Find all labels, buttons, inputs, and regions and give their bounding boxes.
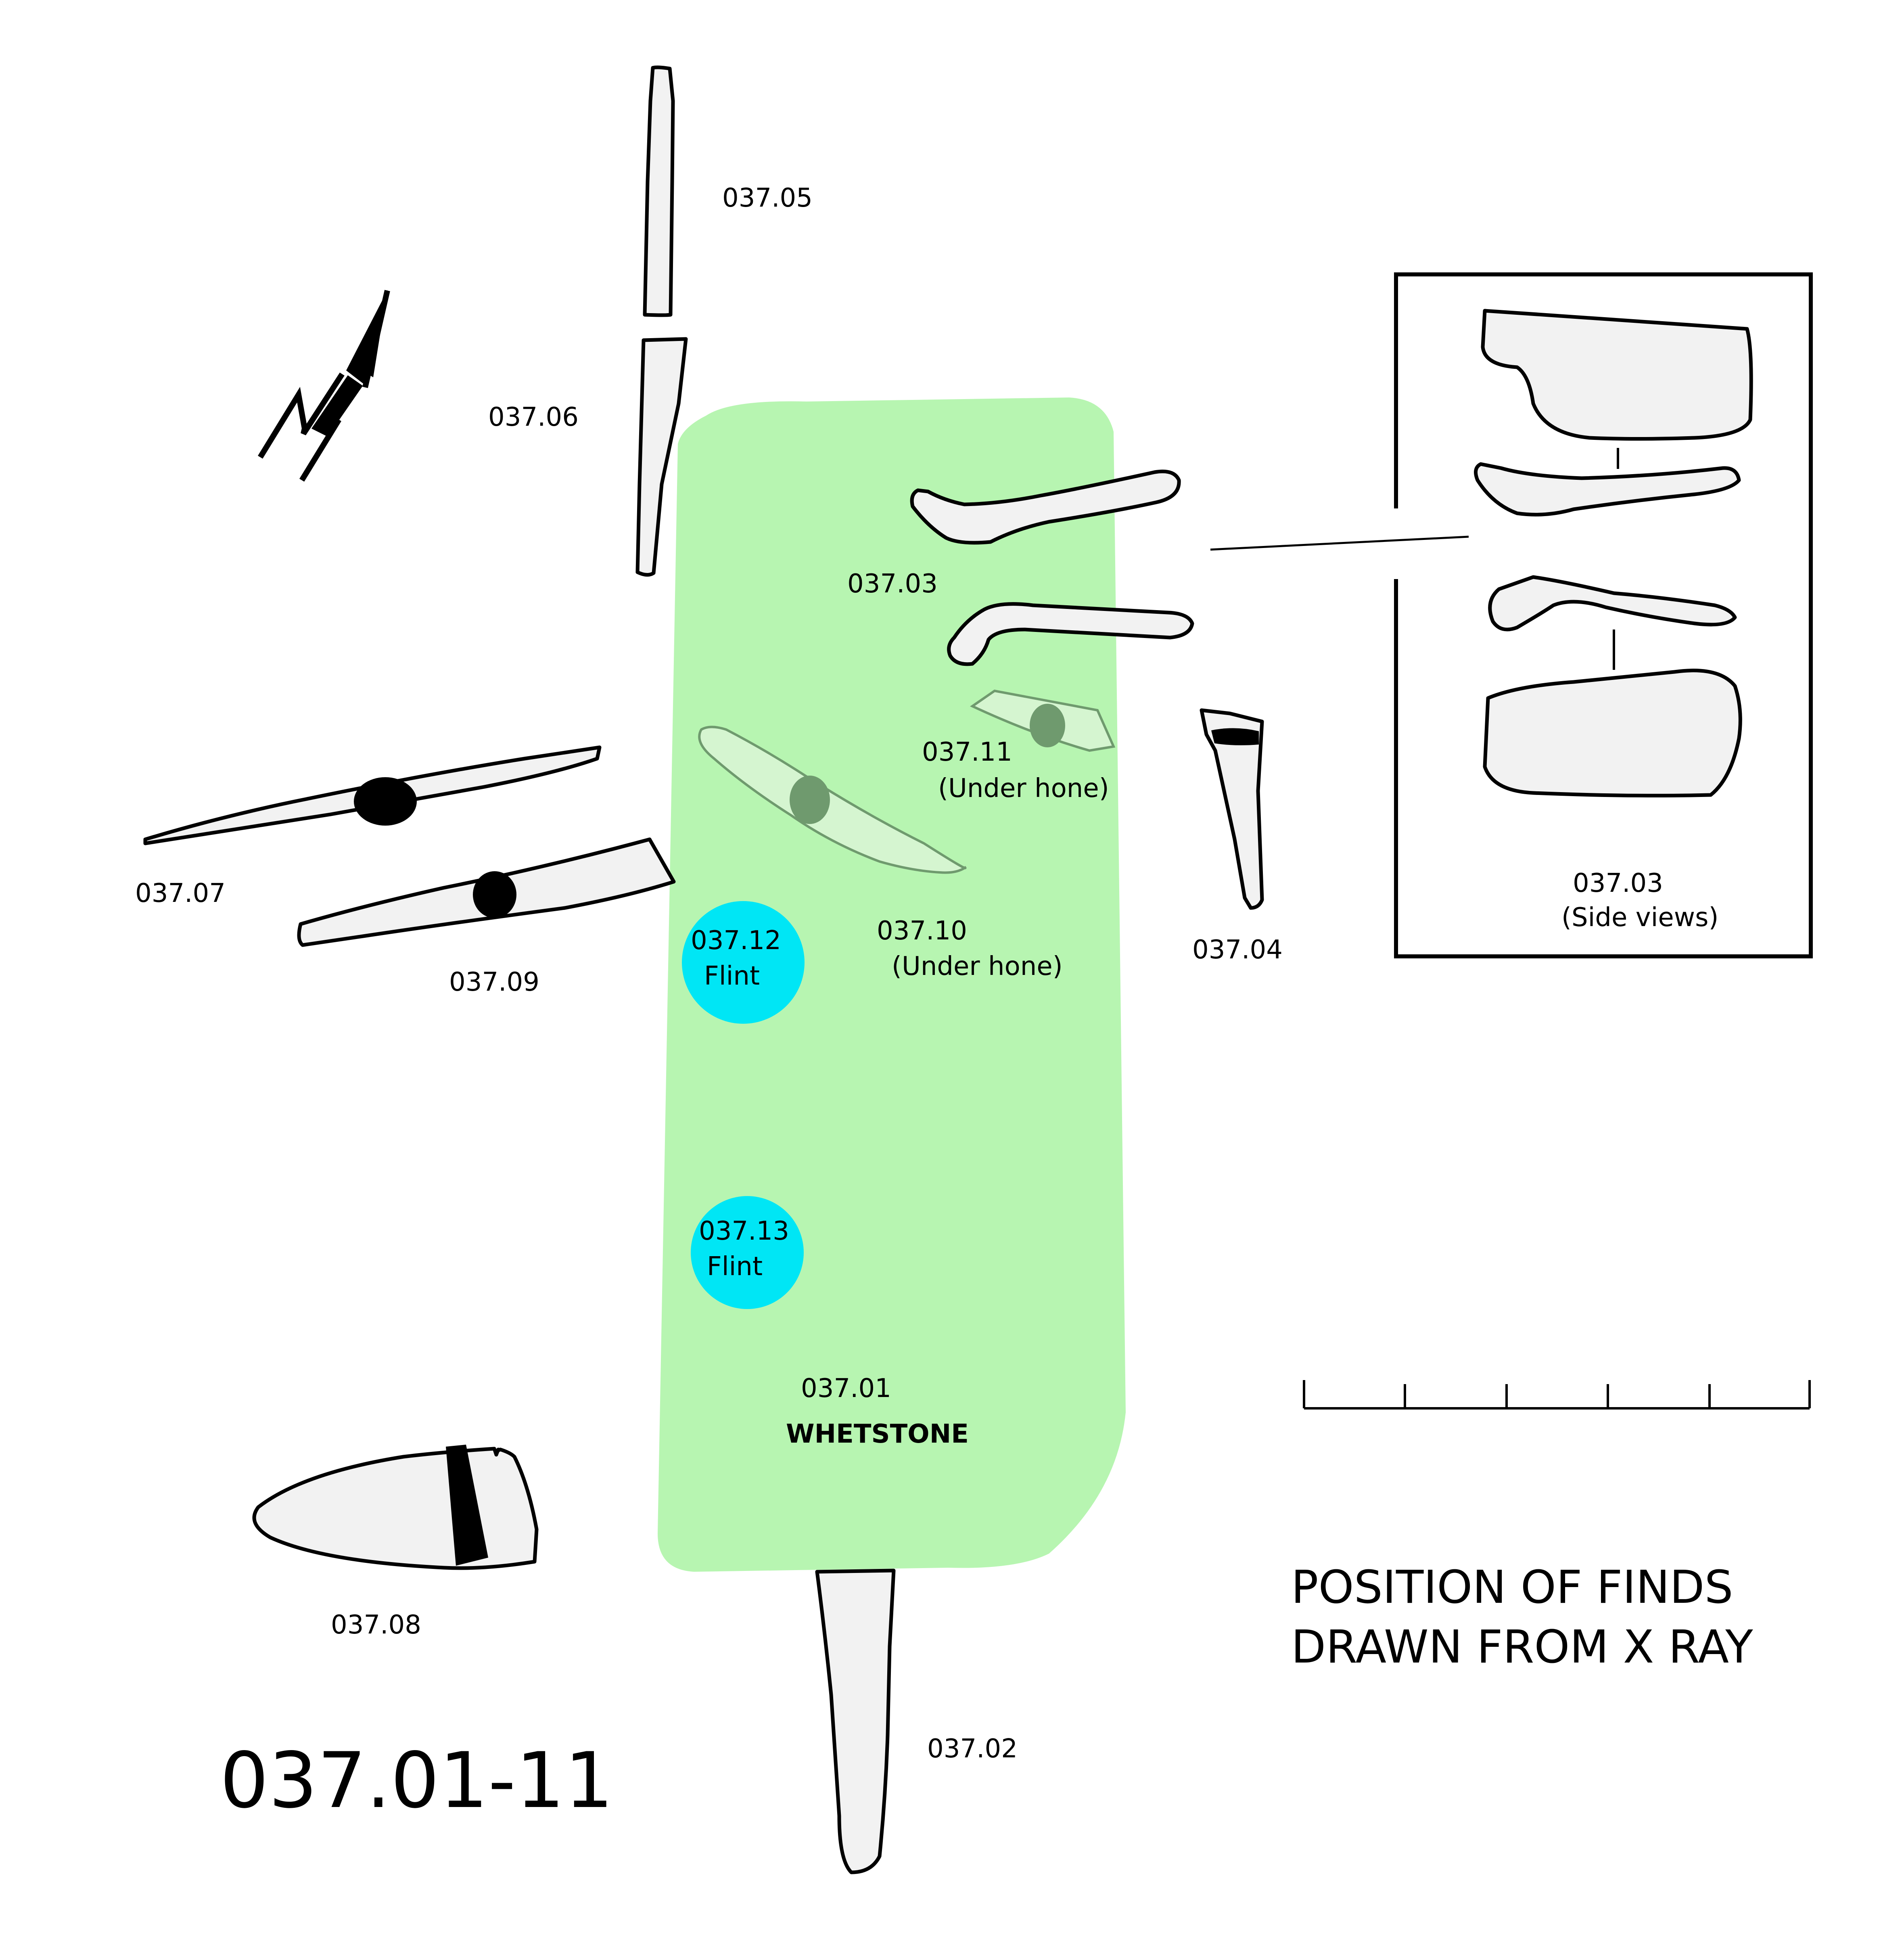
find-037-09-dot bbox=[473, 871, 516, 918]
inset-037-03-label: 037.03 bbox=[1573, 868, 1663, 898]
north-arrow-icon bbox=[258, 290, 390, 482]
inset-side-views bbox=[1394, 272, 1813, 958]
find-037-04-band bbox=[1211, 728, 1259, 745]
caption-line-2: DRAWN FROM X RAY bbox=[1291, 1621, 1753, 1673]
find-037-04-label: 037.04 bbox=[1192, 935, 1283, 965]
find-037-05-shape bbox=[643, 65, 675, 317]
find-037-04-shape bbox=[1200, 708, 1264, 910]
flint-037-13-material: Flint bbox=[707, 1252, 763, 1282]
find-037-09-label: 037.09 bbox=[449, 967, 539, 997]
find-037-03-label: 037.03 bbox=[847, 569, 938, 599]
inset-connector-line bbox=[1210, 535, 1469, 551]
inset-037-03-side-view-b bbox=[1488, 575, 1737, 632]
find-037-07-dot bbox=[354, 777, 417, 826]
find-037-08-shape bbox=[252, 1447, 539, 1570]
find-037-11-dot bbox=[1030, 704, 1065, 747]
inset-037-03-top-view-a bbox=[1481, 309, 1753, 441]
find-037-03-lower-shape bbox=[947, 602, 1194, 666]
find-037-07-label: 037.07 bbox=[135, 878, 226, 908]
inset-037-03-top-view-b bbox=[1483, 669, 1742, 798]
find-037-02-label: 037.02 bbox=[927, 1734, 1018, 1764]
flint-037-12-label: 037.12 bbox=[691, 926, 781, 956]
find-037-06-label: 037.06 bbox=[488, 402, 579, 432]
whetstone-number: 037.01 bbox=[801, 1374, 891, 1403]
flint-037-12-disc bbox=[682, 901, 805, 1024]
find-037-10-label: 037.10 bbox=[877, 916, 967, 946]
find-037-05-label: 037.05 bbox=[722, 183, 813, 213]
find-037-03-upper-shape bbox=[910, 469, 1181, 545]
find-037-11-label: 037.11 bbox=[922, 737, 1012, 767]
flint-037-13-disc bbox=[691, 1196, 804, 1309]
find-037-10-dot bbox=[790, 776, 830, 824]
find-037-02-shape bbox=[815, 1569, 896, 1874]
whetstone-name: WHETSTONE bbox=[786, 1419, 969, 1449]
find-037-11-note: (Under hone) bbox=[938, 774, 1109, 803]
find-037-06-shape bbox=[635, 337, 688, 577]
flint-037-13-label: 037.13 bbox=[699, 1216, 789, 1246]
scale-bar bbox=[1303, 1380, 1811, 1410]
find-037-08-band bbox=[446, 1445, 488, 1566]
inset-037-03-side-view-a bbox=[1474, 462, 1741, 517]
figure-id: 037.01-11 bbox=[220, 1736, 613, 1825]
find-037-08-label: 037.08 bbox=[331, 1610, 421, 1640]
flint-037-12-material: Flint bbox=[704, 961, 760, 991]
find-037-10-shape bbox=[698, 726, 967, 874]
find-037-10-note: (Under hone) bbox=[892, 952, 1063, 981]
caption-line-1: POSITION OF FINDS bbox=[1291, 1561, 1733, 1614]
inset-037-03-note: (Side views) bbox=[1561, 903, 1718, 933]
